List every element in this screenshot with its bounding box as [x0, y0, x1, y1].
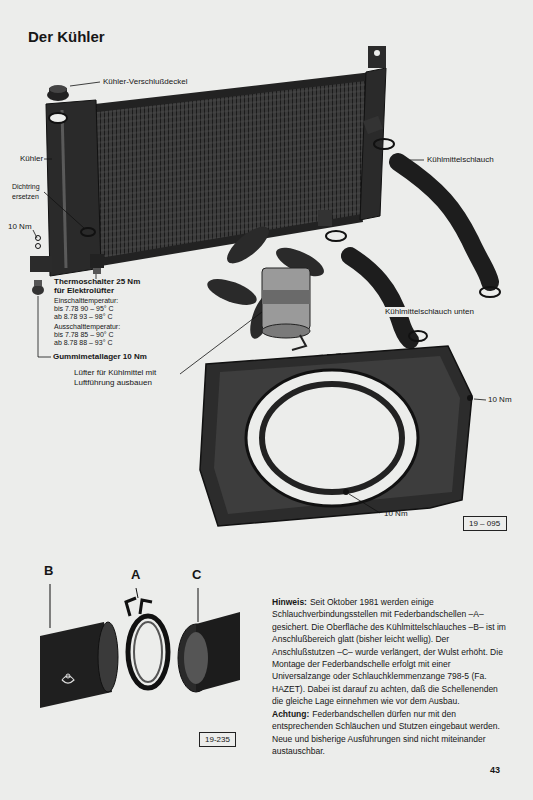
callout-letter: B: [44, 563, 53, 578]
label-block: ab 8.78 93 – 98° C: [54, 312, 112, 322]
label-block: Einschalttemperatur:: [54, 296, 118, 306]
figure-number: 19-235: [205, 735, 230, 744]
leader-lines: [33, 82, 486, 513]
part-note: Dichtring ersetzen: [12, 183, 40, 200]
radiator: [30, 46, 386, 295]
figure-number-box: 19-235: [199, 732, 236, 747]
label-block: Kühler: [20, 154, 43, 164]
coolant-hose-upper: [374, 139, 500, 297]
label-block: Kühler-Verschlußdeckel: [103, 77, 187, 87]
hose-clamp-detail: [40, 584, 240, 708]
label-block: 10 Nm: [488, 395, 512, 405]
label-block: C: [192, 570, 204, 580]
coolant-hose-lower: [326, 231, 427, 341]
fan-shroud: [200, 346, 473, 526]
label-block: Ausschalttemperatur:: [54, 322, 120, 332]
part-name: Kühlmittelschlauch unten: [385, 307, 474, 316]
part-name: Kühler-Verschlußdeckel: [103, 77, 187, 86]
torque-value: 10 Nm: [384, 509, 408, 518]
label-block: bis 7.78 85 – 90° C: [54, 330, 114, 340]
label-block: A: [131, 570, 143, 580]
label-block: Thermoschalter 25 Nm: [54, 277, 143, 287]
label-block: für Elektrolüfter: [54, 286, 117, 296]
part-name: Thermoschalter 25 Nm: [54, 277, 140, 286]
temperature-value: bis 7.78 90 – 95° C: [54, 305, 114, 312]
label-block: Gummimetallager 10 Nm: [53, 352, 150, 362]
label-block: Dichtring ersetzen: [12, 182, 52, 201]
label-block: ab 8.78 88 – 93° C: [54, 338, 112, 348]
label-block: Kühlmittelschlauch: [427, 155, 494, 165]
note-text: Seit Oktober 1981 werden einige Schlauch…: [272, 597, 506, 706]
label-block: B: [44, 566, 56, 576]
note-heading: Hinweis:: [272, 597, 307, 607]
figure-number: 19 – 095: [469, 519, 500, 528]
part-name: für Elektrolüfter: [54, 286, 114, 295]
temperature-heading: Einschalttemperatur:: [54, 297, 118, 304]
note-heading: Achtung:: [272, 709, 309, 719]
temperature-value: bis 7.78 85 – 90° C: [54, 331, 114, 338]
label-block: 43: [490, 766, 503, 776]
label-block: 10 Nm: [384, 509, 408, 519]
label-block: Lüfter für Kühlmittel mit Luftführung au…: [74, 368, 186, 387]
torque-value: 10 Nm: [8, 222, 32, 231]
temperature-heading: Ausschalttemperatur:: [54, 323, 120, 330]
label-block: bis 7.78 90 – 95° C: [54, 304, 114, 314]
label-block: Kühlmittelschlauch unten: [384, 307, 475, 317]
figure-number-box: 19 – 095: [463, 516, 507, 531]
callout-letter: C: [192, 567, 201, 582]
part-name: Kühlmittelschlauch: [427, 155, 494, 164]
label-block: Hinweis:Seit Oktober 1981 werden einige …: [272, 596, 506, 708]
temperature-value: ab 8.78 88 – 93° C: [54, 339, 112, 346]
label-block: 10 Nm: [8, 222, 32, 232]
fan: [204, 221, 346, 356]
temperature-value: ab 8.78 93 – 98° C: [54, 313, 112, 320]
part-name: Gummimetallager 10 Nm: [53, 352, 147, 361]
callout-letter: A: [131, 567, 140, 582]
part-note: Lüfter für Kühlmittel mit Luftführung au…: [74, 368, 156, 387]
part-name: Kühler: [20, 154, 43, 163]
label-block: Achtung:Federbandschellen dürfen nur mit…: [272, 708, 506, 758]
torque-value: 10 Nm: [488, 395, 512, 404]
page-number: 43: [490, 765, 500, 775]
page-title: Der Kühler: [28, 28, 105, 45]
